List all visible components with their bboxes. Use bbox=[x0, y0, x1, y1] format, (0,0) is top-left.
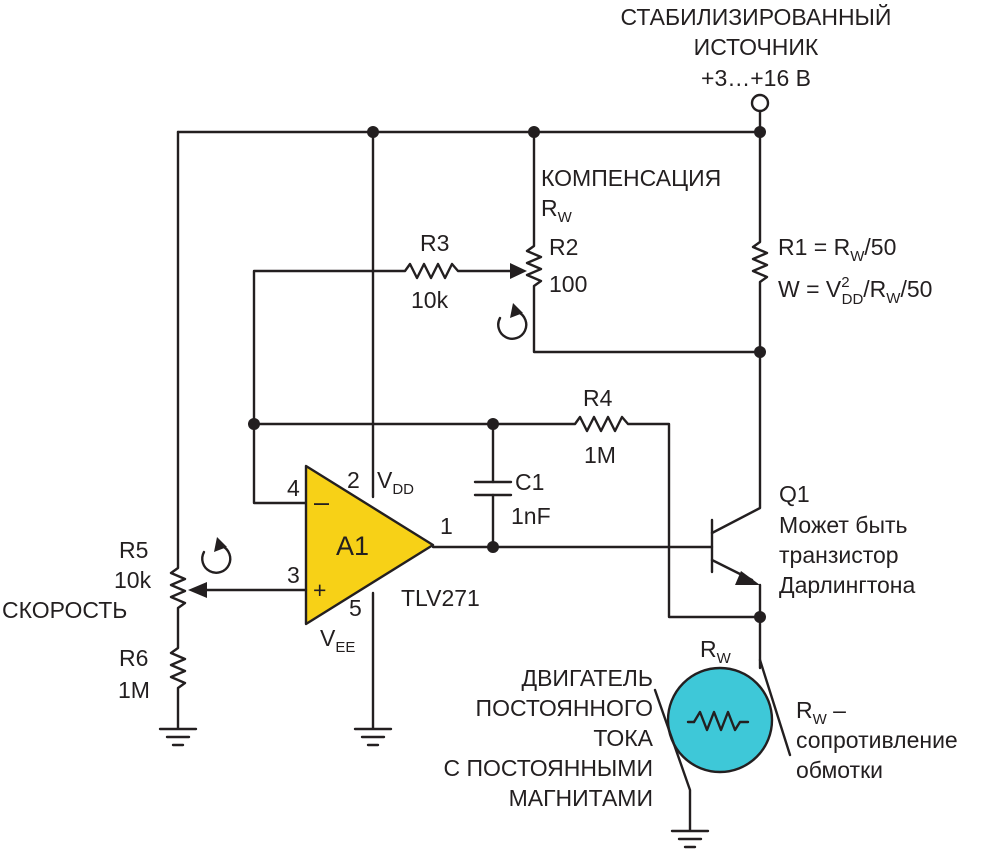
feedback-network bbox=[248, 415, 762, 619]
supply-terminal-icon bbox=[750, 93, 770, 113]
q1-note-line3: Дарлингтона bbox=[779, 572, 916, 598]
c1-name: C1 bbox=[515, 469, 544, 495]
motor-desc-line4: С ПОСТОЯННЫМИ bbox=[443, 755, 653, 781]
emitter-arrow-icon bbox=[735, 571, 760, 585]
opamp-a1 bbox=[304, 130, 714, 730]
c1-value: 1nF bbox=[511, 503, 551, 529]
r3-value: 10k bbox=[411, 287, 449, 313]
pin4-number: 4 bbox=[287, 475, 300, 501]
q1-name: Q1 bbox=[779, 481, 810, 507]
pin5-number: 5 bbox=[349, 595, 362, 621]
resistor-r1 bbox=[751, 130, 769, 358]
winding-label: RW – bbox=[796, 697, 846, 728]
vee-label: VEE bbox=[320, 625, 355, 656]
motor-desc-line3: ТОКА bbox=[593, 725, 653, 751]
opamp-name: A1 bbox=[336, 531, 369, 561]
r2-wiper-arrow-icon bbox=[510, 263, 527, 279]
r3-name: R3 bbox=[420, 230, 449, 256]
r5-wiper-arrow-icon bbox=[188, 582, 207, 598]
potentiometer-r2 bbox=[525, 130, 762, 354]
potentiometer-r5 bbox=[169, 130, 308, 730]
compensation-label: КОМПЕНСАЦИЯ bbox=[541, 165, 721, 191]
opamp-part: TLV271 bbox=[401, 585, 480, 611]
supply-title-line2: ИСТОЧНИК bbox=[694, 34, 819, 60]
motor-desc-line1: ДВИГАТЕЛЬ bbox=[522, 665, 654, 691]
motor-desc-line2: ПОСТОЯННОГО bbox=[476, 695, 653, 721]
r4-value: 1M bbox=[584, 442, 616, 468]
opamp-plus-sign: + bbox=[313, 577, 326, 603]
r2-value: 100 bbox=[549, 271, 587, 297]
motor-desc-line5: МАГНИТАМИ bbox=[509, 785, 653, 811]
r5-function: СКОРОСТЬ bbox=[2, 597, 127, 623]
ground-icon bbox=[670, 829, 710, 849]
supply-rail bbox=[176, 93, 770, 138]
winding-desc-line3: обмотки bbox=[796, 757, 883, 783]
r6-value: 1M bbox=[118, 677, 150, 703]
r5-name: R5 bbox=[119, 537, 148, 563]
pin1-number: 1 bbox=[440, 513, 453, 539]
rotate-arrow-icon bbox=[497, 303, 528, 340]
q1-note-line2: транзистор bbox=[779, 542, 899, 568]
r1-formula: R1 = RW/50 bbox=[778, 234, 896, 265]
ground-icon bbox=[353, 727, 393, 747]
supply-voltage: +3…+16 В bbox=[701, 65, 811, 91]
pin2-number: 2 bbox=[347, 467, 360, 493]
transistor-q1 bbox=[710, 350, 766, 623]
winding-desc-line2: сопротивление bbox=[796, 727, 958, 753]
r4-name: R4 bbox=[583, 385, 613, 411]
r2-name: R2 bbox=[549, 234, 578, 260]
compensation-rw: RW bbox=[541, 195, 573, 226]
r5-value: 10k bbox=[114, 567, 152, 593]
rotate-arrow-icon bbox=[201, 537, 232, 574]
ground-icon bbox=[158, 727, 198, 747]
resistor-r3 bbox=[252, 262, 527, 426]
q1-note-line1: Может быть bbox=[779, 512, 908, 538]
r6-name: R6 bbox=[119, 645, 148, 671]
vdd-label: VDD bbox=[377, 467, 414, 498]
opamp-minus-sign: – bbox=[314, 487, 329, 517]
supply-title-line1: СТАБИЛИЗИРОВАННЫЙ bbox=[621, 3, 892, 30]
motor-rw-label: RW bbox=[700, 636, 732, 667]
dc-motor bbox=[653, 615, 792, 832]
pin3-number: 3 bbox=[287, 562, 300, 588]
